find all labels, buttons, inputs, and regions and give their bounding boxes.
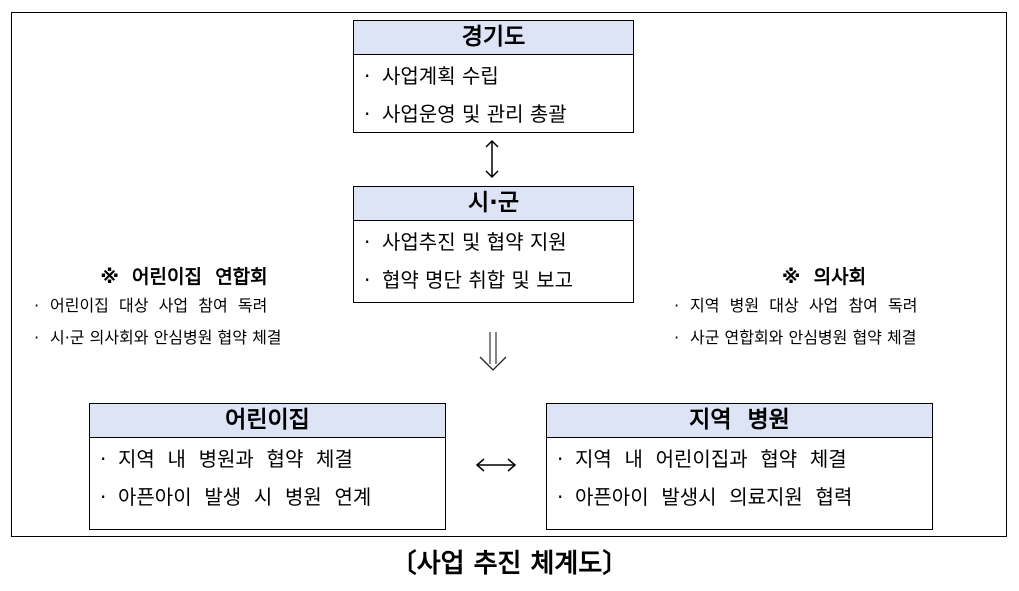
sigun-box: 시·군 ·사업추진 및 협약 지원 ·협약 명단 취합 및 보고 bbox=[353, 186, 634, 303]
diagram-caption: 〔사업 추진 체계도〕 bbox=[390, 549, 629, 579]
left-right-arrow-icon bbox=[475, 458, 517, 472]
double-down-arrow-icon bbox=[479, 332, 507, 371]
medical-association-title: ※ 의사회 bbox=[781, 266, 867, 288]
gyeonggi-item: ·사업운영 및 관리 총괄 bbox=[364, 102, 567, 126]
hospital-title: 지역 병원 bbox=[547, 404, 932, 438]
up-down-arrow-icon bbox=[485, 139, 499, 179]
medical-association-item: ·사군 연합회와 안심병원 협약 체결 bbox=[674, 328, 917, 347]
hospital-item: ·지역 내 어린이집과 협약 체결 bbox=[557, 447, 847, 471]
sigun-item: ·사업추진 및 협약 지원 bbox=[364, 230, 567, 254]
daycare-item: ·지역 내 병원과 협약 체결 bbox=[100, 447, 353, 471]
daycare-association-title: ※ 어린이집 연합회 bbox=[100, 266, 268, 288]
daycare-item: ·아픈아이 발생 시 병원 연계 bbox=[100, 485, 372, 509]
daycare-association-item: ·시·군 의사회와 안심병원 협약 체결 bbox=[34, 328, 282, 347]
gyeonggi-item: ·사업계획 수립 bbox=[364, 64, 499, 88]
daycare-title: 어린이집 bbox=[90, 404, 445, 438]
gyeonggi-box: 경기도 ·사업계획 수립 ·사업운영 및 관리 총괄 bbox=[353, 20, 634, 133]
daycare-association-item: ·어린이집 대상 사업 참여 독려 bbox=[34, 296, 268, 315]
medical-association-item: ·지역 병원 대상 사업 참여 독려 bbox=[674, 296, 918, 315]
sigun-item: ·협약 명단 취합 및 보고 bbox=[364, 268, 574, 292]
diagram-frame bbox=[11, 12, 1007, 537]
sigun-title: 시·군 bbox=[354, 187, 633, 221]
gyeonggi-title: 경기도 bbox=[354, 21, 633, 55]
medical-association-note: ※ 의사회 ·지역 병원 대상 사업 참여 독려 ·사군 연합회와 안심병원 협… bbox=[674, 264, 974, 354]
daycare-association-note: ※ 어린이집 연합회 ·어린이집 대상 사업 참여 독려 ·시·군 의사회와 안… bbox=[34, 264, 334, 354]
daycare-box: 어린이집 ·지역 내 병원과 협약 체결 ·아픈아이 발생 시 병원 연계 bbox=[89, 403, 446, 530]
hospital-box: 지역 병원 ·지역 내 어린이집과 협약 체결 ·아픈아이 발생시 의료지원 협… bbox=[546, 403, 933, 530]
hospital-item: ·아픈아이 발생시 의료지원 협력 bbox=[557, 485, 853, 509]
